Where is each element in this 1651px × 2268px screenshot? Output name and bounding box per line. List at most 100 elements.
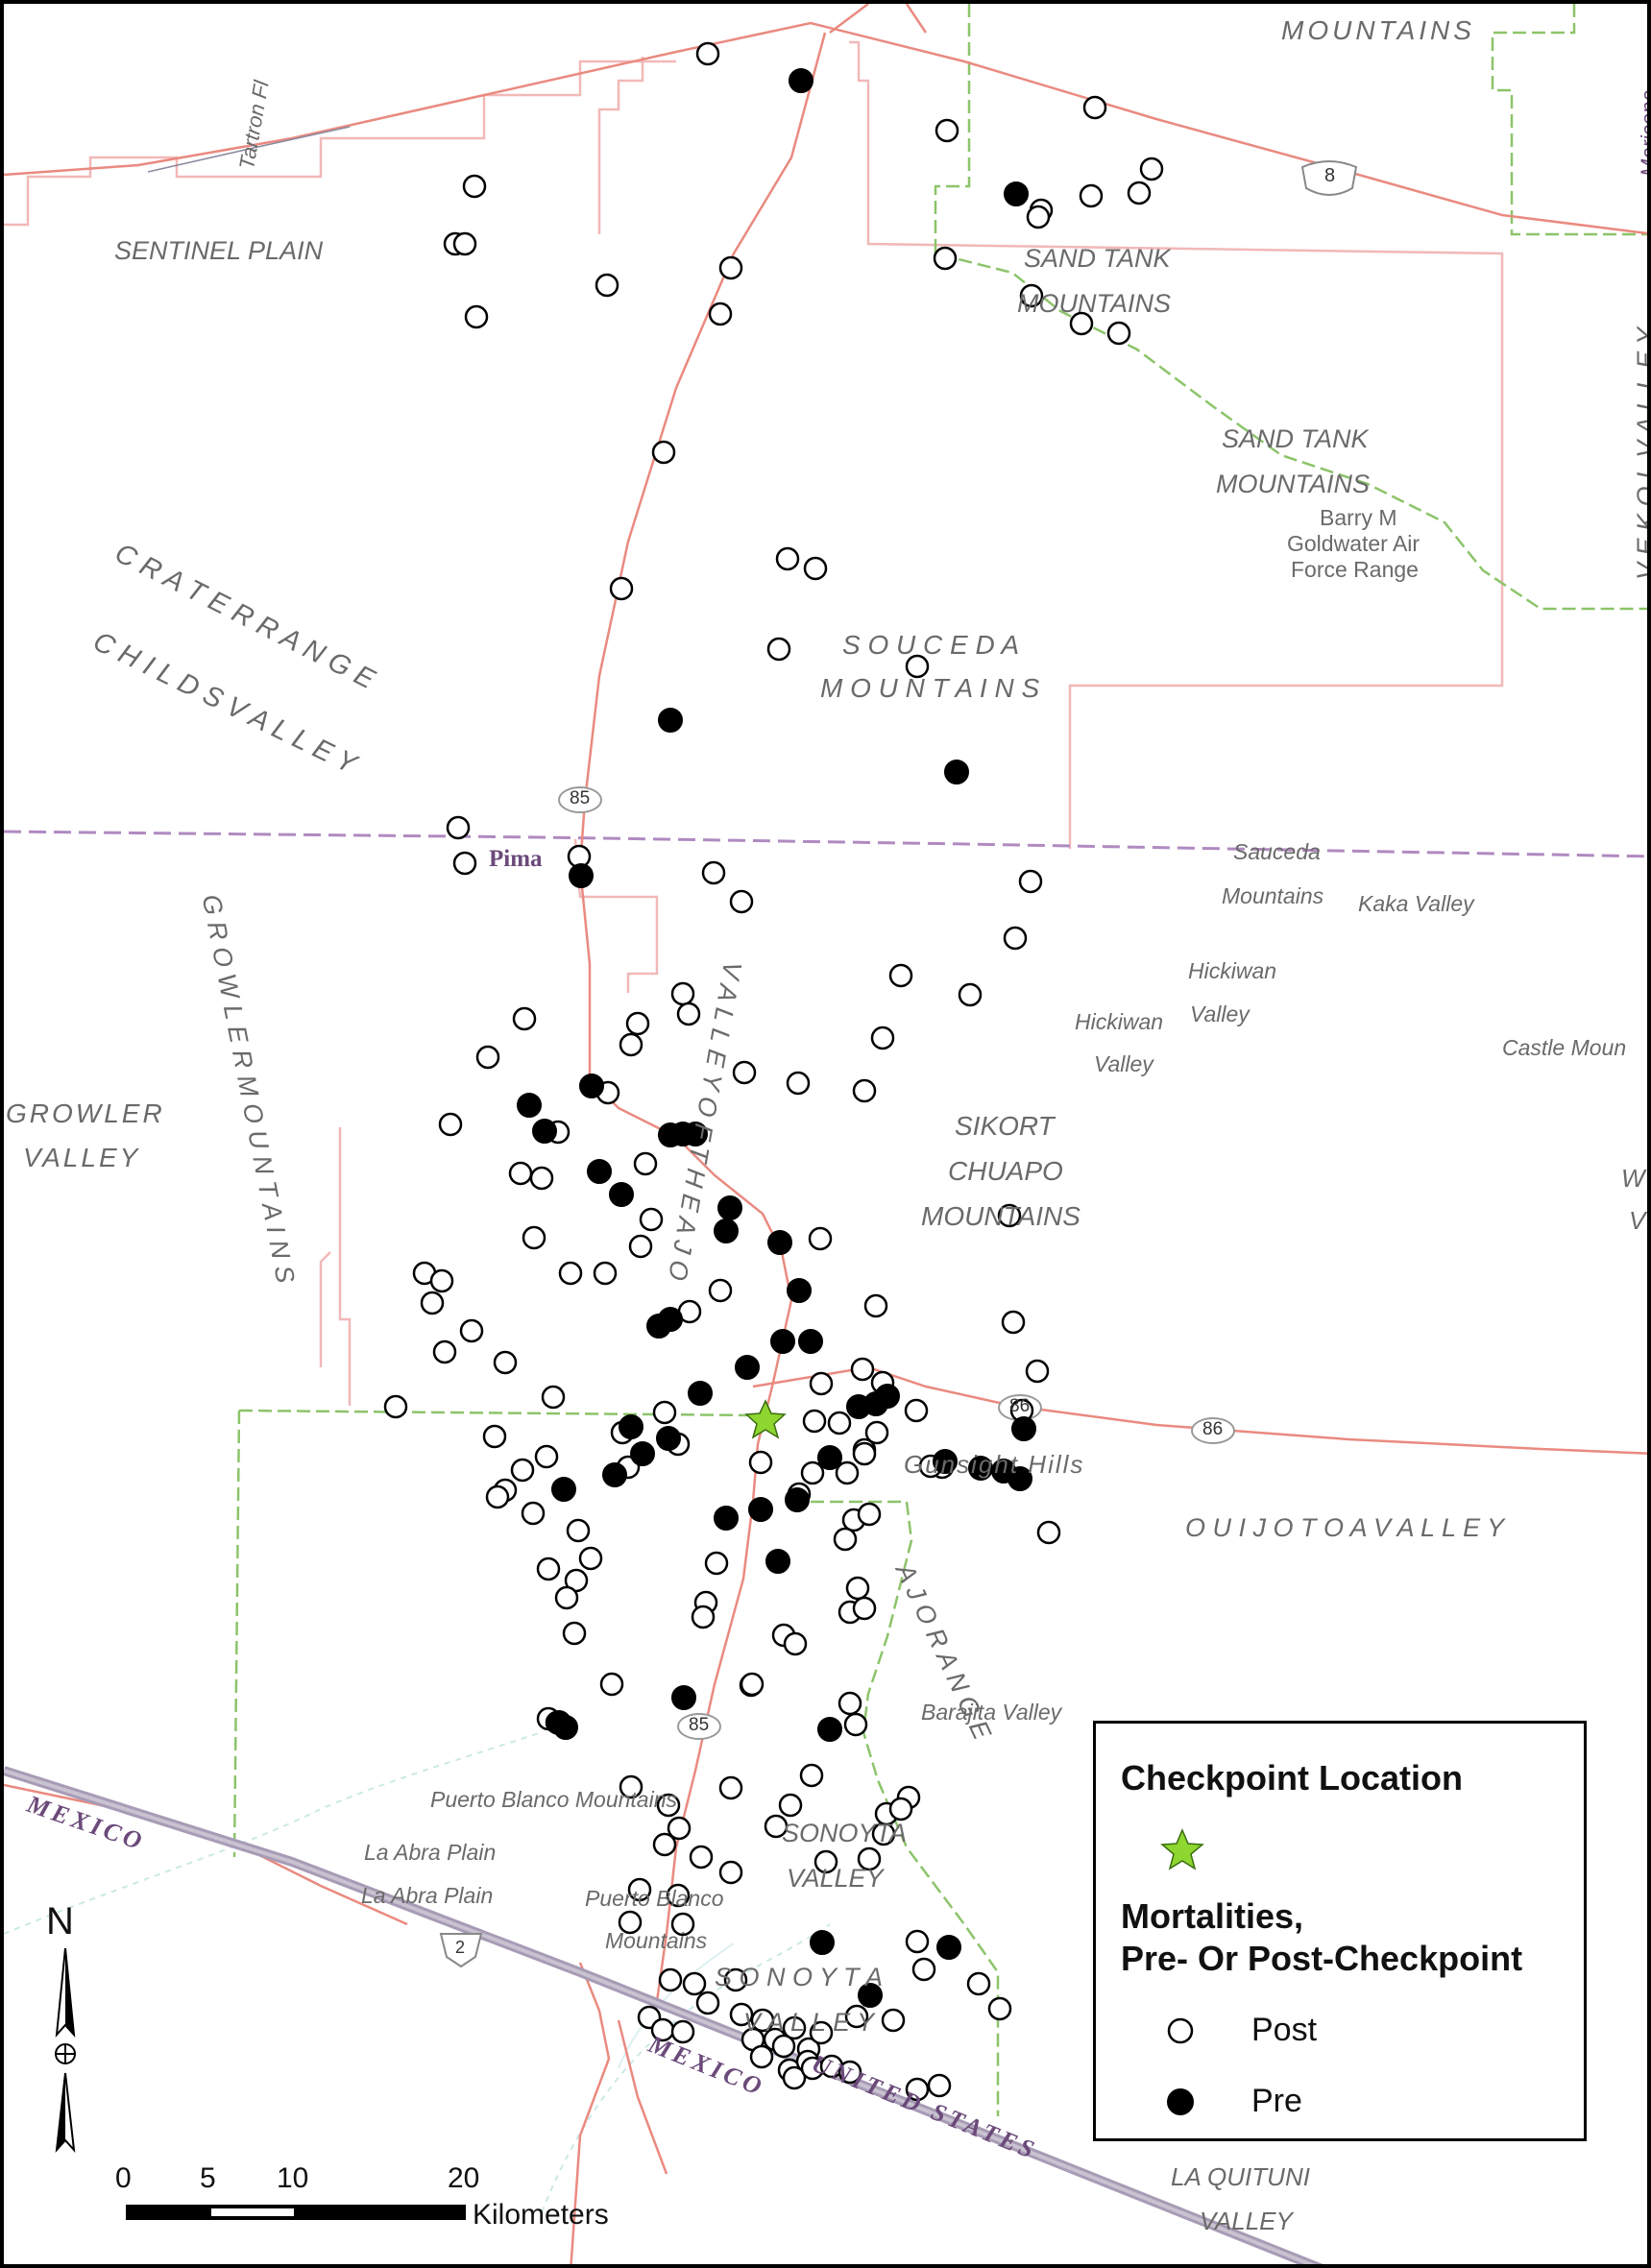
mortality-post-point <box>864 1420 889 1445</box>
label-sonoyta-2b: V A L L E Y <box>743 2008 875 2037</box>
mortality-post-point <box>833 1527 858 1552</box>
mortality-post-point <box>459 1318 484 1343</box>
mortality-post-point <box>748 1450 773 1475</box>
mortality-pre-point <box>532 1119 557 1144</box>
mortality-post-point <box>432 1339 457 1364</box>
mortality-pre-point <box>569 863 594 888</box>
label-hickiwan-a: Hickiwan <box>1188 958 1277 983</box>
mortality-pre-point <box>517 1093 542 1118</box>
mortality-pre-point <box>787 1278 812 1303</box>
mortality-post-point <box>639 1207 664 1232</box>
label-force-range: Force Range <box>1291 557 1419 582</box>
mortality-pre-point <box>551 1477 576 1502</box>
mortality-pre-point <box>765 1549 790 1574</box>
label-puerto-blanco-b: Mountains <box>605 1928 708 1953</box>
scale-tick-20: 20 <box>448 2162 480 2194</box>
hwy85-number-south: 85 <box>689 1715 710 1735</box>
mortality-post-point <box>800 1460 825 1485</box>
mortality-pre-point <box>630 1441 655 1466</box>
mortality-post-point <box>633 1151 658 1176</box>
mortality-post-point <box>689 1845 714 1870</box>
hwy86-number-b: 86 <box>1009 1396 1031 1416</box>
mortality-post-point <box>766 637 791 662</box>
checkpoint-star-icon <box>744 1399 787 1439</box>
mortality-post-point <box>881 2008 906 2033</box>
mortality-pre-point <box>683 1122 708 1146</box>
label-la-abra-2: La Abra Plain <box>361 1883 494 1908</box>
mortality-pre-point <box>1011 1416 1036 1441</box>
mortality-post-point <box>852 1441 877 1466</box>
label-hickiwan-b: Hickiwan <box>1075 1009 1164 1034</box>
mortality-post-point <box>723 1967 748 1992</box>
north-label: N <box>46 1900 74 1942</box>
mortality-post-point <box>857 1846 882 1871</box>
mortality-post-point <box>383 1394 408 1419</box>
mortality-post-point <box>510 1458 535 1483</box>
label-barry: Barry M <box>1320 505 1397 530</box>
mortality-post-point <box>718 1860 743 1885</box>
mortality-post-point <box>749 2044 774 2069</box>
i8-number: 8 <box>1324 165 1336 186</box>
mortality-post-point <box>558 1261 583 1286</box>
mortality-post-point <box>522 1225 546 1250</box>
mortality-post-point <box>429 1268 454 1293</box>
label-maricopa: Maricopa <box>1637 89 1651 177</box>
hwy86-number: 86 <box>1202 1419 1224 1439</box>
mortality-post-point <box>562 1621 587 1646</box>
mortality-post-point <box>850 1357 875 1382</box>
mortality-post-point <box>1106 321 1131 346</box>
mortality-pre-point <box>858 1983 883 2008</box>
label-sand-tank-2b: MOUNTAINS <box>1216 470 1370 498</box>
label-barajita: Barajita Valley <box>921 1700 1062 1725</box>
mortality-post-point <box>438 1112 463 1137</box>
hwy86-shield <box>1191 1417 1235 1444</box>
mortality-post-point <box>1019 283 1044 308</box>
mortality-pre-point <box>933 1449 958 1474</box>
mortality-post-point <box>740 1672 765 1697</box>
label-sonoyta-2a: S O N O Y T A <box>715 1963 884 1991</box>
mortality-post-point <box>809 1371 834 1396</box>
mortality-post-point <box>905 1929 930 1954</box>
label-quijotoa: O U I J O T O A V A L L E Y <box>1185 1513 1505 1542</box>
hwy85-shield-north <box>558 786 602 813</box>
mortality-post-point <box>578 1546 603 1571</box>
mortality-post-point <box>446 815 471 840</box>
mortality-post-point <box>813 1849 838 1874</box>
mortality-post-point <box>666 1883 691 1908</box>
mortality-points <box>383 41 1164 2102</box>
mortality-post-point <box>652 1832 677 1857</box>
mortality-pre-point <box>936 1935 961 1960</box>
mortality-post-point <box>729 2002 754 2027</box>
mortality-post-point <box>843 1712 868 1737</box>
mortality-pre-point <box>714 1218 739 1243</box>
mortality-pre-point <box>587 1159 612 1184</box>
mortality-post-point <box>682 1971 707 1996</box>
label-sand-tank-1b: MOUNTAINS <box>1017 289 1171 318</box>
mortality-pre-point <box>875 1384 900 1409</box>
label-hickiwan-valley-b: Valley <box>1094 1051 1153 1076</box>
label-goldwater: Goldwater Air <box>1287 531 1420 556</box>
label-la-abra-1: La Abra Plain <box>364 1840 497 1865</box>
mortality-post-point <box>905 654 930 679</box>
mortality-post-point <box>827 1411 852 1436</box>
mortality-post-point <box>958 982 983 1007</box>
mortality-post-point <box>658 1967 683 1992</box>
mortality-post-point <box>670 1912 695 1937</box>
mortality-post-point <box>771 2034 796 2059</box>
mortality-post-point <box>782 2065 807 2090</box>
mortality-post-point <box>1139 157 1164 181</box>
mortality-post-point <box>609 576 634 601</box>
label-sand-tank-1a: SAND TANK <box>1024 244 1171 273</box>
mortality-pre-point <box>735 1355 760 1380</box>
mortality-pre-point <box>688 1381 713 1406</box>
mortality-post-point <box>485 1484 510 1509</box>
mortality-post-point <box>718 1775 743 1800</box>
scale-unit: Kilometers <box>473 2199 609 2231</box>
mortality-post-point <box>732 1060 757 1085</box>
mortality-post-point <box>844 2004 869 2029</box>
mortality-post-point <box>493 1350 518 1375</box>
label-sentinel-plain: SENTINEL PLAIN <box>114 236 324 265</box>
legend-post-circle-icon <box>1167 2017 1194 2044</box>
legend-mortalities-title-2: Pre- Or Post-Checkpoint <box>1121 1939 1523 1978</box>
label-la-quituni-b: VALLEY <box>1200 2207 1293 2235</box>
